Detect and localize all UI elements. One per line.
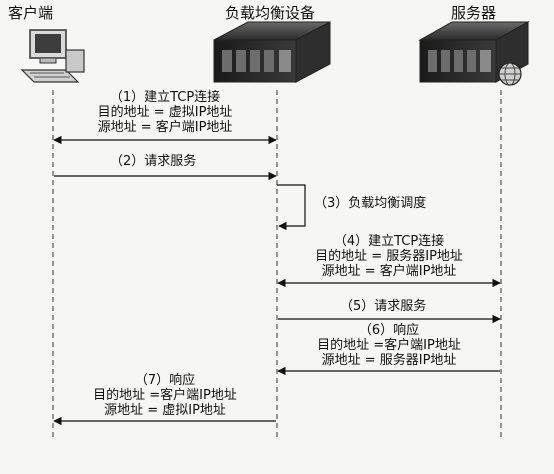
message-1: （1）建立TCP连接 目的地址 = 虚拟IP地址 源地址 = 客户端IP地址	[0, 90, 330, 135]
message-4-line-1: （4）建立TCP连接	[333, 234, 445, 249]
client-label: 客户端	[8, 4, 54, 22]
message-1-line-3: 源地址 = 客户端IP地址	[97, 120, 233, 135]
message-6-line-2: 目的地址 =客户端IP地址	[317, 338, 461, 353]
message-1-line-2: 目的地址 = 虚拟IP地址	[97, 105, 233, 120]
message-1-line-1: （1）建立TCP连接	[109, 90, 221, 105]
message-2-line-1: （2）请求服务	[110, 154, 197, 169]
message-6-line-1: （6）响应	[358, 323, 420, 338]
message-4: （4）建立TCP连接 目的地址 = 服务器IP地址 源地址 = 客户端IP地址	[224, 234, 554, 279]
message-6-line-3: 源地址 = 服务器IP地址	[321, 353, 457, 368]
message-4-line-3: 源地址 = 客户端IP地址	[321, 264, 457, 279]
message-2: （2）请求服务	[110, 154, 196, 169]
load-balancer-label: 负载均衡设备	[225, 4, 316, 22]
computer-icon	[20, 29, 85, 83]
message-7-line-3: 源地址 = 虚拟IP地址	[104, 403, 226, 418]
arrow-m3	[277, 184, 306, 231]
message-5-line-1: （5）请求服务	[340, 299, 427, 314]
message-4-line-2: 目的地址 = 服务器IP地址	[315, 249, 463, 264]
message-5: （5）请求服务	[340, 299, 426, 314]
message-7: （7）响应 目的地址 =客户端IP地址 源地址 = 虚拟IP地址	[0, 373, 330, 418]
message-7-line-1: （7）响应	[134, 373, 196, 388]
server-label: 服务器	[451, 4, 497, 22]
load-balancer-icon	[213, 21, 331, 83]
message-6: （6）响应 目的地址 =客户端IP地址 源地址 = 服务器IP地址	[224, 323, 554, 368]
message-7-line-2: 目的地址 =客户端IP地址	[93, 388, 237, 403]
globe-icon	[498, 62, 522, 86]
message-3: （3）负载均衡调度	[314, 196, 426, 211]
message-3-line-1: （3）负载均衡调度	[314, 196, 427, 211]
server-icon	[418, 21, 530, 83]
